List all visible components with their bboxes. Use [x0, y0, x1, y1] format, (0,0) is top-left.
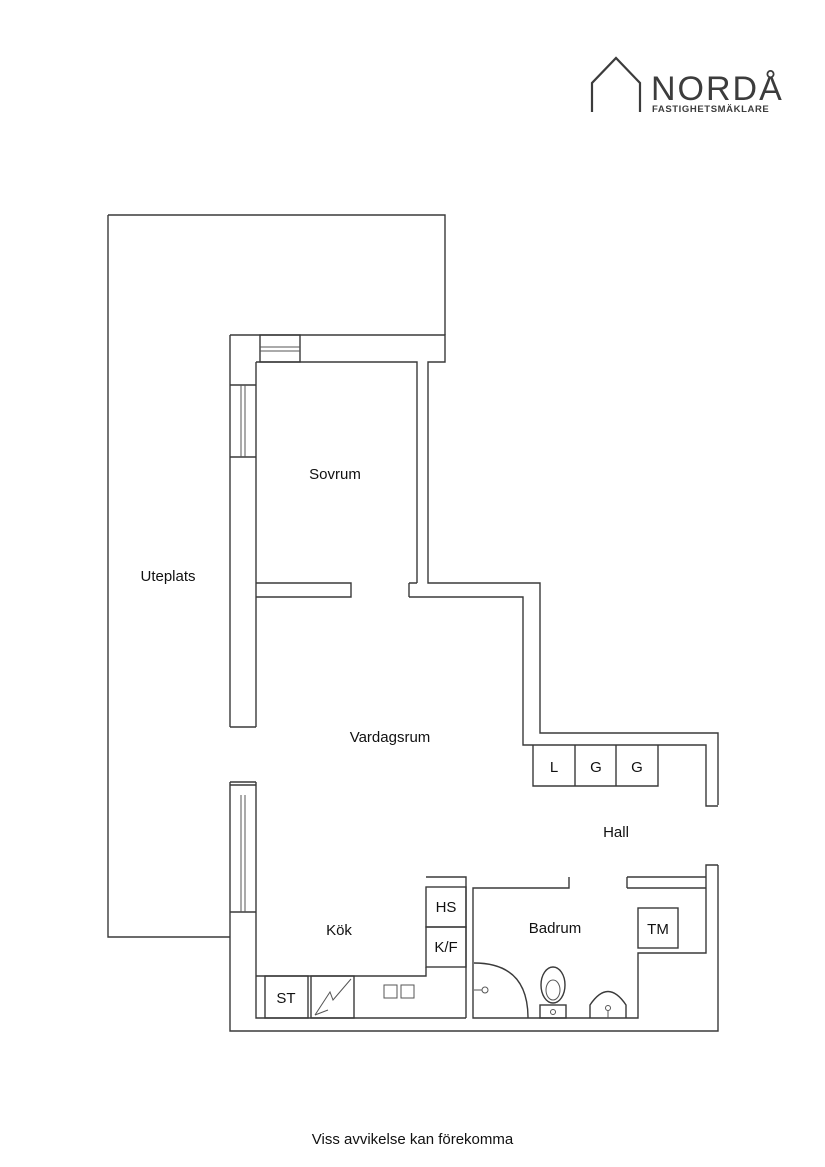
hall-wardrobes	[532, 745, 659, 787]
label-uteplats: Uteplats	[140, 568, 195, 585]
label-kok: Kök	[326, 922, 352, 939]
label-wardrobe-l: L	[550, 759, 558, 776]
washing-machine	[637, 907, 679, 949]
norda-logo: NORDÅ FASTIGHETSMÄKLARE	[590, 56, 784, 115]
toilet	[539, 966, 567, 1019]
shower	[473, 962, 529, 1019]
label-kf: K/F	[434, 939, 457, 956]
label-vardagsrum: Vardagsrum	[350, 729, 431, 746]
label-wardrobe-g1: G	[590, 759, 602, 776]
kitchen-cabinets	[425, 876, 467, 1018]
stove-symbol	[314, 978, 352, 1016]
hall-wall-stub	[626, 876, 706, 889]
label-sovrum: Sovrum	[309, 466, 361, 483]
kitchen-counter	[256, 967, 427, 1019]
window-left-lower	[230, 784, 256, 913]
label-st: ST	[276, 990, 295, 1007]
window-top	[259, 334, 301, 363]
house-icon	[590, 56, 642, 112]
washbasin	[589, 990, 627, 1018]
inner-wall-line	[255, 361, 718, 1019]
label-wardrobe-g2: G	[631, 759, 643, 776]
label-tm: TM	[647, 921, 669, 938]
bedroom-partition	[256, 582, 417, 598]
terrace-door-opening	[228, 726, 258, 783]
terrace-outline	[107, 214, 446, 938]
logo-name: NORDÅ	[651, 70, 784, 108]
logo-tagline: FASTIGHETSMÄKLARE	[652, 104, 769, 115]
label-hall: Hall	[603, 824, 629, 841]
outer-wall	[229, 334, 719, 1032]
label-badrum: Badrum	[529, 920, 582, 937]
window-left-upper	[230, 384, 256, 458]
label-hs: HS	[436, 899, 457, 916]
disclaimer-text: Viss avvikelse kan förekomma	[311, 1131, 514, 1148]
